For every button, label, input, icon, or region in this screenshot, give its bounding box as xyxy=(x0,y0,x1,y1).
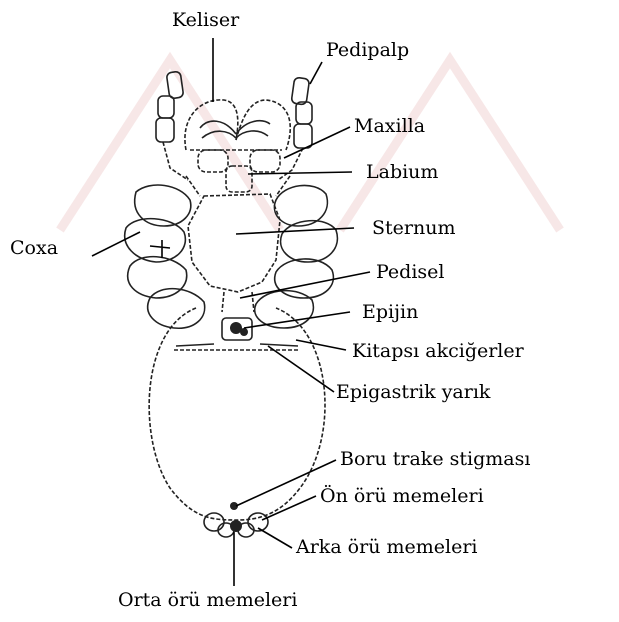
label-labium: Labium xyxy=(366,161,438,183)
label-pedipalp: Pedipalp xyxy=(326,39,409,61)
label-maxilla: Maxilla xyxy=(354,115,425,137)
label-on-oru: Ön örü memeleri xyxy=(320,484,484,507)
label-epigastrik: Epigastrik yarık xyxy=(336,381,491,403)
label-pedisel: Pedisel xyxy=(376,261,445,283)
label-keliser: Keliser xyxy=(172,9,240,31)
leader-epigastrik xyxy=(268,346,334,392)
label-kitapsi: Kitapsı akciğerler xyxy=(352,340,525,362)
watermark-chevron-left xyxy=(60,60,280,230)
labels: Keliser Pedipalp Maxilla Labium Sternum … xyxy=(10,9,530,611)
pedipalp-right xyxy=(278,77,312,180)
label-sternum: Sternum xyxy=(372,217,455,239)
leader-labium xyxy=(248,172,352,174)
spider-body-drawing xyxy=(125,71,338,537)
label-orta-oru: Orta örü memeleri xyxy=(118,589,297,611)
label-arka-oru: Arka örü memeleri xyxy=(295,536,477,558)
label-boru: Boru trake stigması xyxy=(340,448,530,470)
leader-arka-oru xyxy=(258,528,292,548)
pedicel xyxy=(222,292,254,312)
leader-kitapsi xyxy=(296,340,346,350)
pedipalp-left xyxy=(156,71,188,180)
coxae-left xyxy=(125,185,205,328)
label-coxa: Coxa xyxy=(10,237,58,259)
label-epijin: Epijin xyxy=(362,301,418,323)
leader-pedipalp xyxy=(310,62,322,84)
watermark-chevron-right xyxy=(340,60,560,230)
